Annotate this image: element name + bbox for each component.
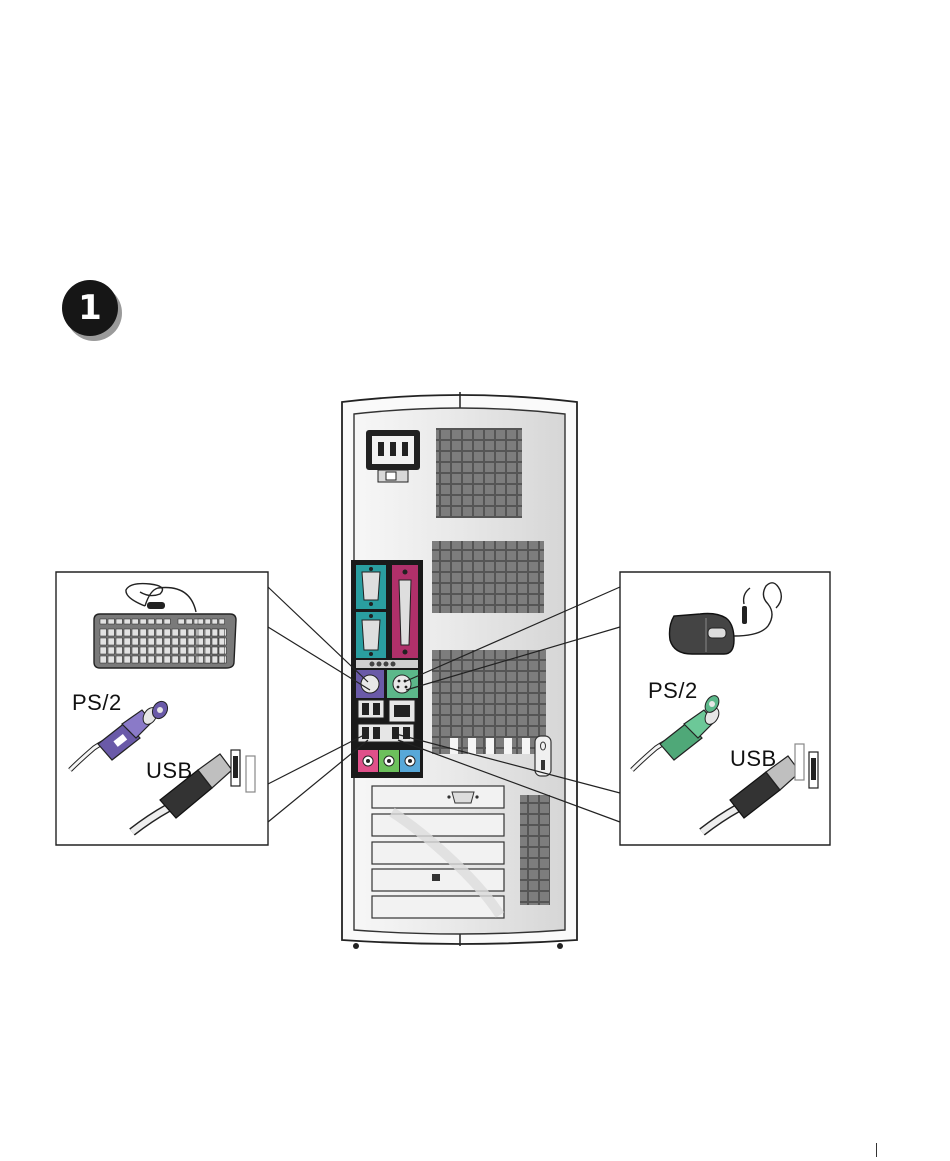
right-usb-label: USB — [730, 746, 777, 772]
right-ps2-label: PS/2 — [648, 678, 698, 704]
keyboard-icon — [94, 614, 236, 668]
expansion-slots — [372, 786, 504, 918]
computer-tower — [342, 392, 577, 949]
vent-grid — [432, 541, 544, 613]
vent-grid — [432, 650, 546, 738]
vent-grid — [520, 795, 550, 905]
page-rule — [876, 1143, 877, 1157]
vent-grid — [436, 428, 522, 518]
left-ps2-label: PS/2 — [72, 690, 122, 716]
right-callout — [620, 572, 830, 845]
left-usb-label: USB — [146, 758, 193, 784]
